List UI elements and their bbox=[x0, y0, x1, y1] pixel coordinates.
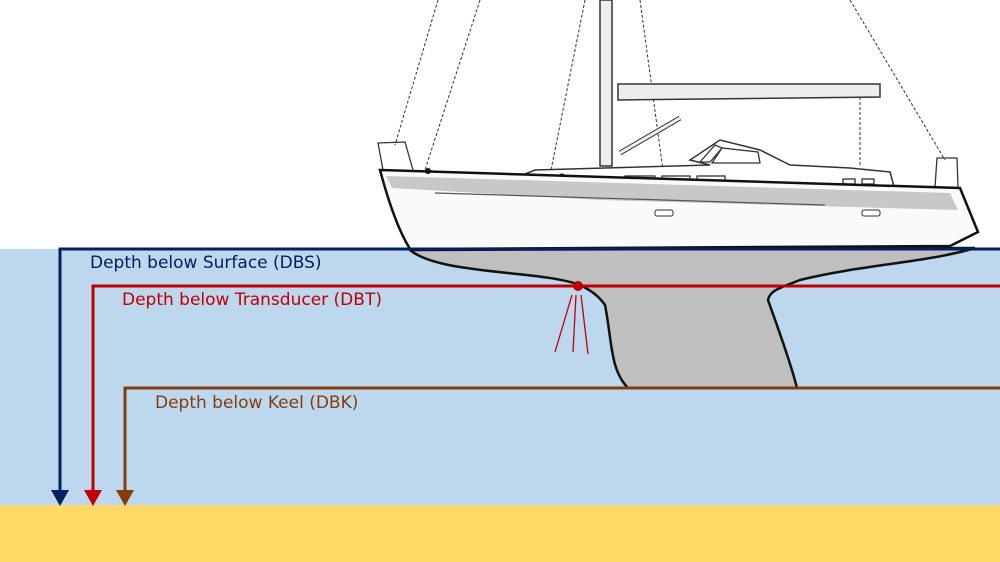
dbt-line bbox=[91, 284, 1000, 492]
porthole bbox=[861, 209, 881, 217]
dbs-arrow-icon bbox=[51, 490, 69, 506]
dbk-line bbox=[123, 386, 1000, 492]
porthole bbox=[654, 209, 674, 217]
dbs-line bbox=[58, 247, 1000, 492]
dbt-arrow-icon bbox=[84, 490, 102, 506]
pulpits bbox=[377, 141, 959, 188]
dbk-label: Depth below Keel (DBK) bbox=[155, 393, 359, 413]
dbs-label: Depth below Surface (DBS) bbox=[90, 253, 322, 273]
dbk-arrow-icon bbox=[116, 490, 134, 506]
rubrail bbox=[434, 192, 826, 206]
hull-stripe bbox=[386, 176, 958, 210]
water bbox=[0, 249, 1000, 507]
rigging bbox=[394, 0, 946, 186]
sonar-beam-icon bbox=[554, 294, 589, 355]
dbt-label: Depth below Transducer (DBT) bbox=[122, 290, 382, 310]
seabed bbox=[0, 505, 1000, 562]
boom bbox=[617, 83, 881, 101]
mast bbox=[599, 0, 613, 167]
